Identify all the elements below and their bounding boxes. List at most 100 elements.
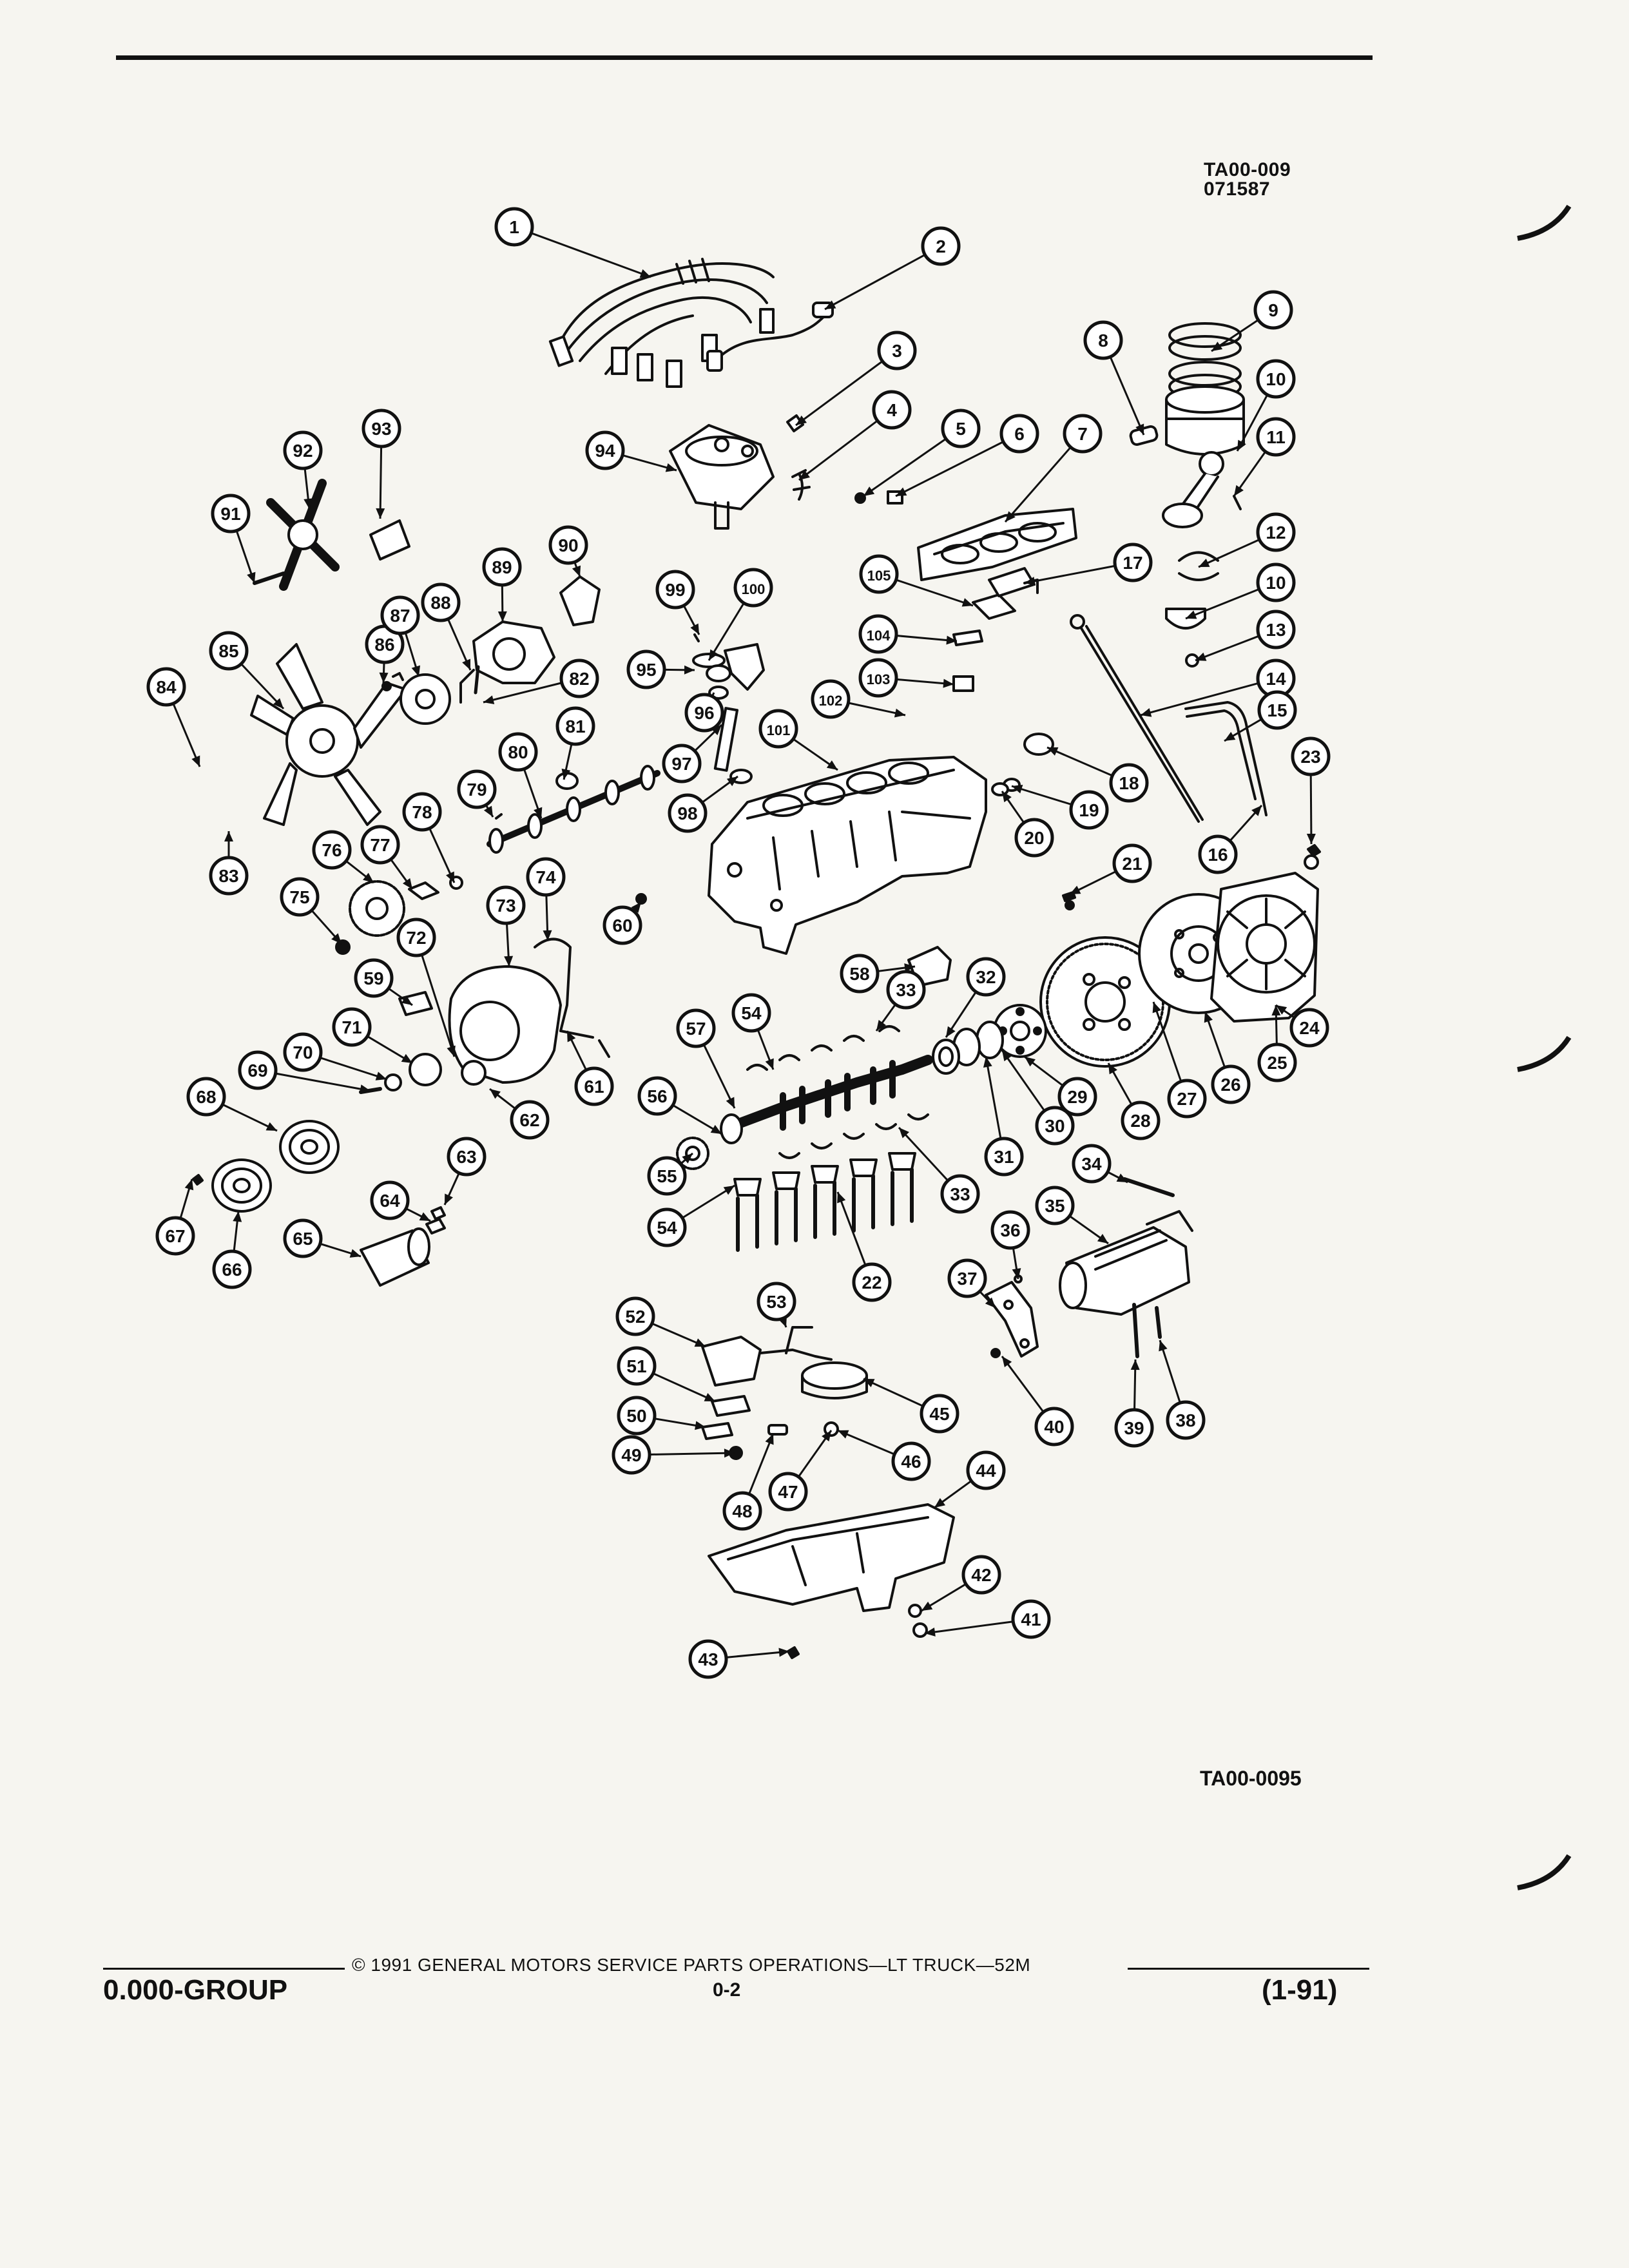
callout-47: 47: [768, 1430, 833, 1512]
callout-arrowhead: [863, 486, 875, 496]
callout-circle: [155, 1216, 195, 1256]
cooling-fan: [250, 643, 407, 826]
callout-arrowhead: [822, 1430, 831, 1442]
callout-32: 32: [945, 957, 1006, 1038]
callout-23: 23: [1291, 736, 1331, 845]
callout-62: 62: [489, 1088, 550, 1140]
callout-arrowhead: [1204, 1012, 1213, 1023]
callout-number: 98: [677, 803, 697, 823]
callout-circle: [574, 1066, 614, 1106]
callout-94: 94: [585, 430, 677, 472]
callout-arrowhead: [1141, 708, 1152, 717]
spark-plug-wire-set: [548, 258, 775, 388]
callout-circle: [984, 1137, 1024, 1177]
callout-circle: [612, 1435, 651, 1475]
callout-circle: [1121, 1100, 1161, 1140]
callout-arrowhead: [943, 678, 954, 688]
callout-arrowhead: [304, 498, 313, 509]
callout-54: 54: [647, 1184, 735, 1247]
callout-65: 65: [283, 1218, 361, 1258]
callout-leader-line: [898, 1126, 949, 1182]
callout-circle: [361, 408, 401, 448]
callout-circle: [891, 1441, 931, 1481]
callout-arrowhead: [925, 1627, 936, 1637]
callout-93: 93: [361, 408, 401, 519]
callout-circle: [212, 1249, 252, 1289]
dipstick-tube: [1184, 701, 1268, 816]
callout-number: 17: [1123, 553, 1142, 573]
callout-78: 78: [402, 792, 456, 883]
callout-arrowhead: [778, 1648, 789, 1657]
callout-leader-line: [1004, 447, 1072, 523]
callout-60: 60: [602, 901, 642, 945]
callout-arrowhead: [462, 658, 470, 670]
callout-40: 40: [1001, 1356, 1074, 1446]
callout-leader-line: [702, 1044, 736, 1109]
callout-circle: [872, 390, 912, 430]
callout-24: 24: [1275, 1004, 1329, 1048]
callout-circle: [859, 554, 899, 594]
callout-arrowhead: [1195, 652, 1207, 661]
callout-arrowhead: [896, 487, 907, 496]
callout-circle: [447, 1137, 487, 1177]
callout-circle: [1198, 834, 1238, 874]
callout-46: 46: [837, 1429, 931, 1481]
callout-number: 22: [862, 1273, 882, 1293]
timing-cover: [448, 965, 562, 1086]
callout-arrowhead: [1271, 1005, 1281, 1016]
callout-26: 26: [1204, 1011, 1251, 1104]
callout-leader-line: [530, 232, 651, 278]
callout-circle: [1114, 1408, 1154, 1448]
callout-63: 63: [443, 1137, 487, 1206]
callout-number: 45: [929, 1404, 949, 1424]
callout-arrowhead: [838, 1430, 849, 1439]
callout-15: 15: [1224, 690, 1297, 742]
callout-number: 16: [1208, 845, 1228, 865]
callout-circle: [283, 430, 323, 470]
callout-arrowhead: [375, 1072, 387, 1081]
callout-arrowhead: [349, 1249, 361, 1258]
callout-circle: [1257, 1043, 1297, 1082]
callout-number: 54: [657, 1218, 677, 1238]
callout-34: 34: [1072, 1144, 1128, 1184]
callout-number: 28: [1130, 1111, 1150, 1131]
callout-circle: [1035, 1186, 1075, 1225]
callout-circle: [647, 1207, 687, 1247]
callout-101: 101: [758, 709, 838, 771]
callout-arrowhead: [1276, 1005, 1287, 1015]
callout-91: 91: [211, 494, 256, 584]
callout-number: 48: [732, 1501, 752, 1521]
callout-arrowhead: [1135, 423, 1144, 435]
callout-number: 104: [867, 628, 891, 644]
callout-leader-line: [1046, 746, 1113, 777]
callout-circle: [283, 1218, 323, 1258]
callout-number: 8: [1098, 331, 1108, 351]
callout-arrowhead: [376, 508, 385, 519]
crankshaft: [720, 1055, 933, 1144]
callout-number: 52: [625, 1307, 645, 1327]
callout-number: 59: [363, 968, 383, 988]
callout-leader-line: [649, 1452, 735, 1456]
callout-100: 100: [708, 568, 773, 661]
callout-arrowhead: [191, 755, 200, 767]
callout-arrowhead: [726, 776, 738, 787]
callout-circle: [548, 525, 588, 565]
callout-circle: [396, 918, 436, 957]
callout-number: 13: [1266, 620, 1286, 640]
callout-arrowhead: [1251, 805, 1262, 816]
callout-circle: [526, 857, 566, 897]
callout-circle: [1256, 359, 1296, 399]
callout-arrowhead: [1306, 833, 1316, 844]
callout-29: 29: [1024, 1055, 1097, 1117]
callout-49: 49: [612, 1435, 735, 1475]
callout-number: 39: [1124, 1418, 1144, 1438]
callout-number: 9: [1268, 300, 1278, 320]
callout-16: 16: [1198, 804, 1263, 874]
callout-number: 89: [492, 557, 512, 577]
callout-arrowhead: [401, 995, 412, 1005]
callout-arrowhead: [826, 760, 838, 770]
callout-98: 98: [668, 775, 738, 833]
callout-number: 92: [293, 441, 313, 461]
callout-76: 76: [312, 830, 374, 884]
callout-7: 7: [1004, 414, 1103, 523]
